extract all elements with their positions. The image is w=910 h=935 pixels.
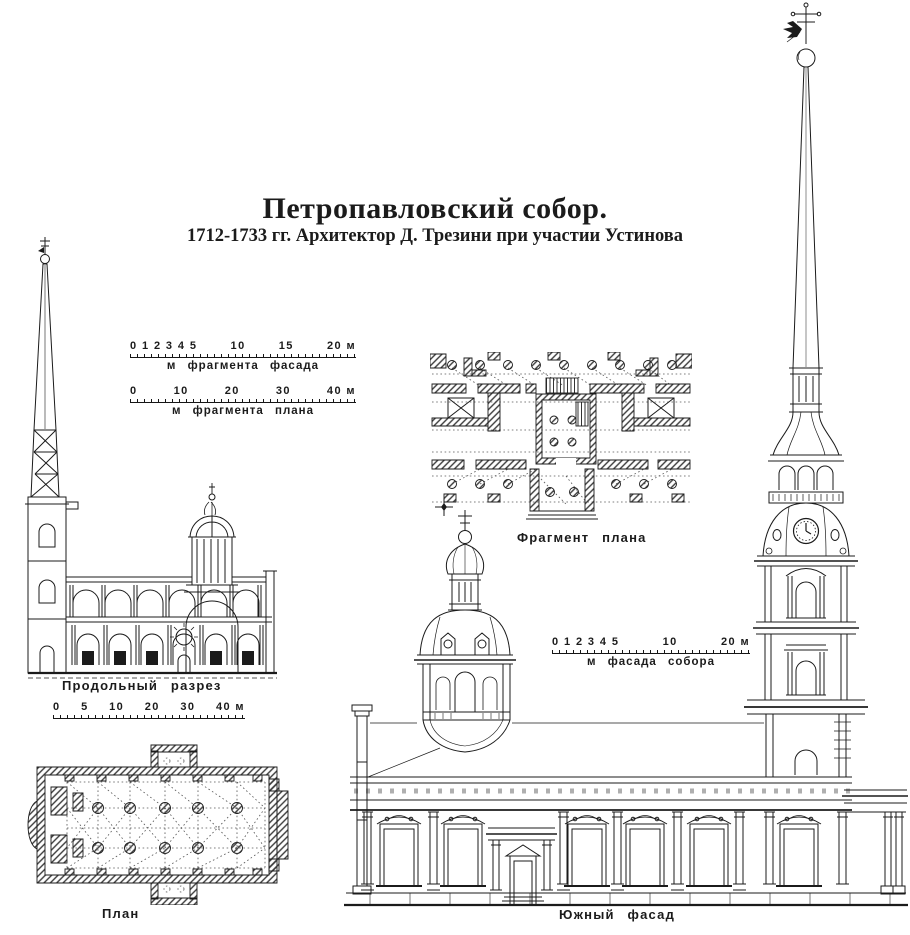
scalebar-numbers: 0 1 2 3 4 5 10 20 м bbox=[552, 637, 750, 648]
scale-mark: 40 м bbox=[215, 701, 245, 713]
plan-fragment-drawing bbox=[430, 352, 692, 520]
scalebar-facade-fragment: 0 1 2 3 4 5 10 15 20 м м фрагмента фасад… bbox=[130, 341, 356, 372]
scale-mark: 20 bbox=[224, 385, 240, 397]
scalebar-numbers: 0 5 10 20 30 40 м bbox=[53, 702, 245, 713]
scale-mark: 0 1 2 3 4 5 bbox=[552, 636, 620, 648]
caption-plan-fragment: Фрагмент плана bbox=[517, 530, 647, 545]
longitudinal-section-drawing bbox=[25, 237, 277, 679]
scale-mark: 0 1 2 3 4 5 bbox=[130, 340, 198, 352]
scale-mark: 0 bbox=[130, 385, 138, 397]
scalebar-caption: м фрагмента фасада bbox=[166, 360, 320, 372]
page-title: Петропавловский собор. bbox=[262, 192, 608, 225]
scalebar-plan-fragment: 0 10 20 30 40 м м фрагмента плана bbox=[130, 386, 356, 417]
scalebar-caption: м фасада собора bbox=[587, 656, 715, 668]
scale-mark: 10 bbox=[173, 385, 189, 397]
plan-drawing bbox=[27, 744, 289, 905]
scalebar-section: 0 5 10 20 30 40 м bbox=[53, 702, 245, 719]
caption-plan: План bbox=[102, 906, 140, 921]
scalebar-line bbox=[130, 353, 356, 358]
south-facade-drawing bbox=[344, 2, 908, 907]
scale-mark: 20 bbox=[144, 701, 160, 713]
scale-mark: 10 bbox=[109, 701, 125, 713]
scale-mark: 15 bbox=[278, 340, 294, 352]
scalebar-numbers: 0 1 2 3 4 5 10 15 20 м bbox=[130, 341, 356, 352]
scalebar-cathedral-facade: 0 1 2 3 4 5 10 20 м м фасада собора bbox=[552, 637, 750, 668]
scalebar-numbers: 0 10 20 30 40 м bbox=[130, 386, 356, 397]
scalebar-line bbox=[130, 398, 356, 403]
scalebar-line bbox=[53, 714, 245, 719]
scale-mark: 40 м bbox=[326, 385, 356, 397]
scale-mark: 5 bbox=[81, 701, 89, 713]
scale-mark: 30 bbox=[275, 385, 291, 397]
scalebar-caption: м фрагмента плана bbox=[171, 405, 315, 417]
scale-mark: 0 bbox=[53, 701, 61, 713]
caption-south-facade: Южный фасад bbox=[559, 907, 676, 922]
scale-mark: 20 м bbox=[326, 340, 356, 352]
scale-mark: 20 м bbox=[720, 636, 750, 648]
page-subtitle: 1712-1733 гг. Архитектор Д. Трезини при … bbox=[186, 226, 684, 246]
scale-mark: 30 bbox=[180, 701, 196, 713]
caption-longitudinal-section: Продольный разрез bbox=[62, 678, 222, 693]
scale-mark: 10 bbox=[662, 636, 678, 648]
scalebar-line bbox=[552, 649, 750, 654]
title-block: Петропавловский собор. 1712-1733 гг. Арх… bbox=[125, 192, 745, 247]
scale-mark: 10 bbox=[230, 340, 246, 352]
